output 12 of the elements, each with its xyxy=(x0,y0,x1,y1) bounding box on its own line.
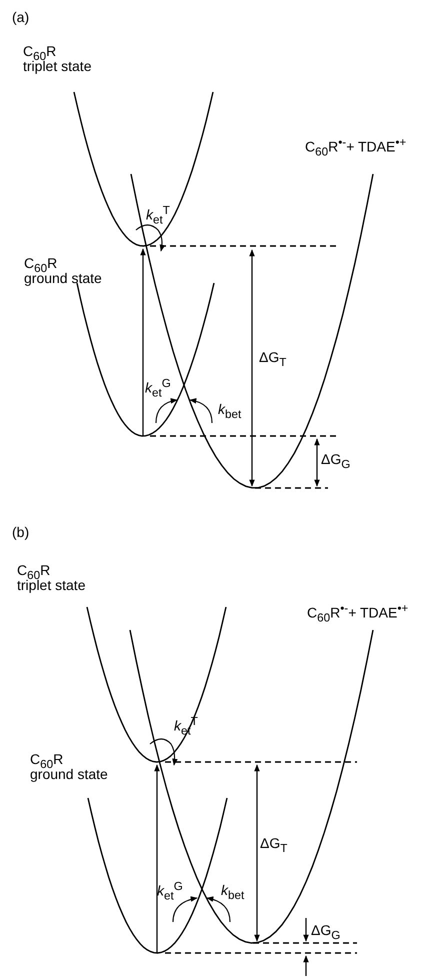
state-label: C$_{60}$R$^{•-}$+ TDAE$^{•+}$ xyxy=(307,603,408,625)
energy-gap-label: ΔG$_{T}$ xyxy=(259,350,286,370)
state-label: triplet state xyxy=(23,59,92,74)
state-label: triplet state xyxy=(17,578,86,593)
state-label: C$_{60}$R$^{•-}$+ TDAE$^{•+}$ xyxy=(305,137,406,159)
energy-gap-label: ΔG$_{T}$ xyxy=(260,836,288,856)
panel-label: (b) xyxy=(12,525,30,540)
energy-gap-label: ΔG$_{G}$ xyxy=(321,452,350,472)
panel-label: (a) xyxy=(12,10,30,25)
energy-gap-label: ΔG$_{G}$ xyxy=(311,923,340,942)
rate-constant-label: k$_{bet}$ xyxy=(221,883,244,902)
rate-constant-label: k$_{bet}$ xyxy=(218,402,242,422)
